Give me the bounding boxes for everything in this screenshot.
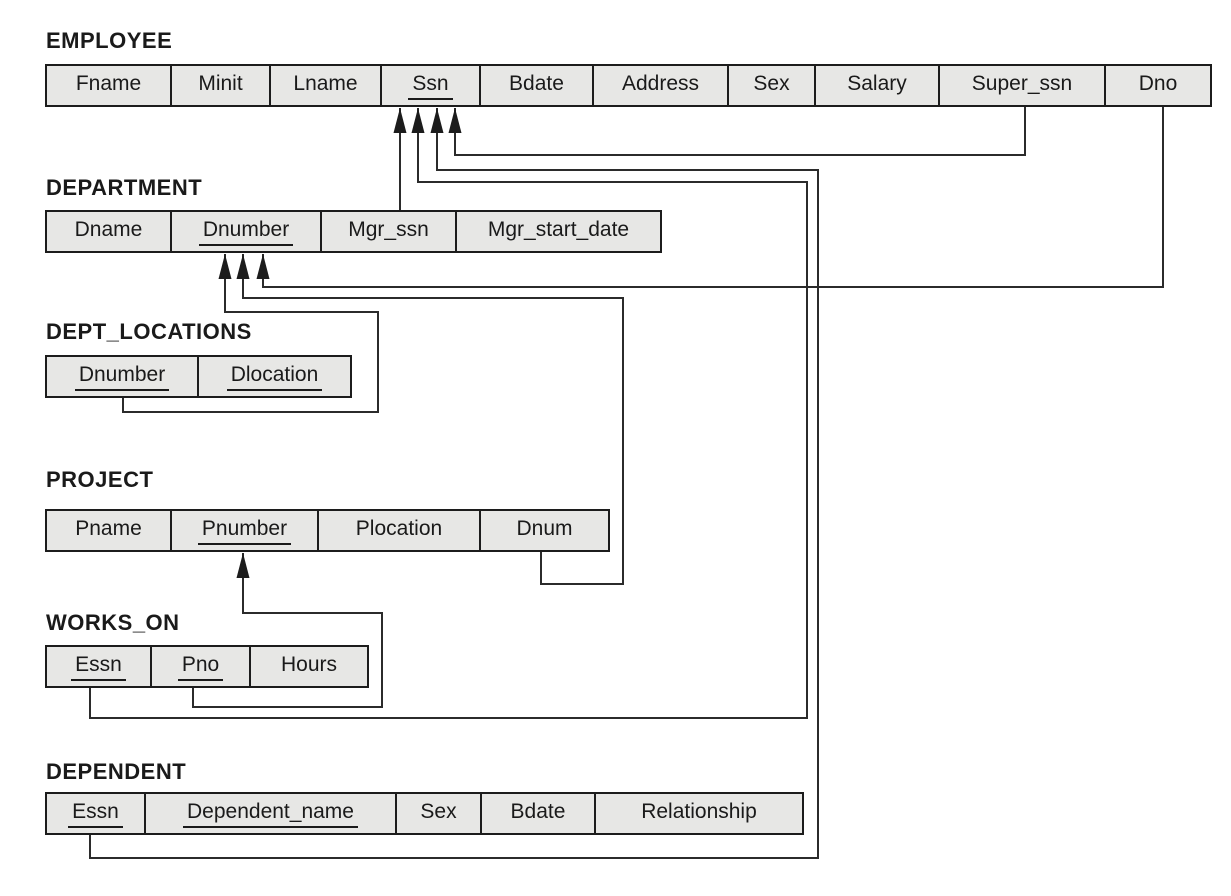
attribute-label: Salary	[847, 71, 907, 95]
attribute-label: Relationship	[641, 799, 757, 823]
table-title-department: DEPARTMENT	[46, 175, 203, 200]
column-employee-lname: Lname	[269, 66, 380, 105]
attribute-label-primary-key: Essn	[71, 653, 126, 681]
attribute-label: Sex	[420, 799, 457, 823]
column-department-mgr_start_date: Mgr_start_date	[455, 212, 660, 251]
arrowhead-super-ssn-to-ssn	[448, 108, 462, 133]
attribute-label: Bdate	[510, 799, 566, 823]
connector-works-on-essn-to-ssn	[89, 108, 808, 719]
arrowhead-dept-locations-dnumber-to-dnumber	[218, 254, 232, 279]
column-dept_locations-dnumber: Dnumber	[47, 357, 197, 396]
column-employee-minit: Minit	[170, 66, 269, 105]
column-employee-address: Address	[592, 66, 727, 105]
column-project-pnumber: Pnumber	[170, 511, 317, 550]
column-works_on-essn: Essn	[47, 647, 150, 686]
attribute-label: Dname	[74, 217, 143, 241]
table-project: Pname Pnumber Plocation Dnum	[45, 509, 610, 552]
column-works_on-hours: Hours	[249, 647, 367, 686]
column-employee-bdate: Bdate	[479, 66, 592, 105]
attribute-label-primary-key: Ssn	[408, 72, 453, 100]
arrowhead-dnum-to-dnumber	[236, 254, 250, 279]
column-dependent-bdate: Bdate	[480, 794, 594, 833]
connector-dependent-essn-to-ssn	[89, 108, 819, 859]
attribute-label-primary-key: Dependent_name	[183, 800, 358, 828]
column-dept_locations-dlocation: Dlocation	[197, 357, 350, 396]
column-employee-super_ssn: Super_ssn	[938, 66, 1104, 105]
attribute-label-primary-key: Pnumber	[197, 517, 292, 545]
attribute-label: Bdate	[509, 71, 564, 95]
table-dependent: Essn Dependent_name Sex Bdate Relationship	[45, 792, 804, 835]
arrowhead-dno-to-dnumber	[256, 254, 270, 279]
attribute-label: Super_ssn	[971, 71, 1073, 95]
table-dept_locations: Dnumber Dlocation	[45, 355, 352, 398]
attribute-label-primary-key: Essn	[68, 800, 123, 828]
table-title-dependent: DEPENDENT	[46, 759, 187, 784]
column-employee-salary: Salary	[814, 66, 938, 105]
table-department: Dname Dnumber Mgr_ssn Mgr_start_date	[45, 210, 662, 253]
attribute-label: Mgr_ssn	[348, 217, 429, 241]
attribute-label: Lname	[293, 71, 358, 95]
column-dependent-sex: Sex	[395, 794, 480, 833]
table-title-employee: EMPLOYEE	[46, 28, 173, 53]
attribute-label-primary-key: Dnumber	[198, 218, 294, 246]
attribute-label: Fname	[75, 71, 142, 95]
column-employee-fname: Fname	[47, 66, 170, 105]
attribute-label-primary-key: Dlocation	[226, 363, 323, 391]
column-dependent-relationship: Relationship	[594, 794, 802, 833]
attribute-label: Hours	[280, 652, 338, 676]
connector-dnum-to-dnumber	[242, 254, 624, 585]
attribute-label: Address	[621, 71, 700, 95]
attribute-label-primary-key: Pno	[177, 653, 224, 681]
column-project-dnum: Dnum	[479, 511, 608, 550]
column-department-dnumber: Dnumber	[170, 212, 320, 251]
attribute-label: Sex	[753, 71, 790, 95]
column-works_on-pno: Pno	[150, 647, 249, 686]
column-project-plocation: Plocation	[317, 511, 479, 550]
connector-pno-to-pnumber	[192, 553, 383, 708]
attribute-label: Pname	[75, 516, 142, 540]
column-department-dname: Dname	[47, 212, 170, 251]
connector-dept-locations-dnumber-to-dnumber	[122, 254, 379, 413]
arrowhead-mgr-ssn-to-ssn	[393, 108, 407, 133]
attribute-label: Dno	[1138, 71, 1178, 95]
connector-super-ssn-to-ssn	[454, 107, 1026, 156]
arrowhead-pno-to-pnumber	[236, 553, 250, 578]
table-works_on: Essn Pno Hours	[45, 645, 369, 688]
table-title-dept_locations: DEPT_LOCATIONS	[46, 319, 252, 344]
column-employee-sex: Sex	[727, 66, 814, 105]
column-employee-ssn: Ssn	[380, 66, 479, 105]
attribute-label: Dnum	[516, 516, 573, 540]
attribute-label: Minit	[198, 71, 243, 95]
column-project-pname: Pname	[47, 511, 170, 550]
table-title-project: PROJECT	[46, 467, 154, 492]
arrowhead-works-on-essn-to-ssn	[411, 108, 425, 133]
attribute-label-primary-key: Dnumber	[74, 363, 170, 391]
column-employee-dno: Dno	[1104, 66, 1210, 105]
connector-dno-to-dnumber	[262, 107, 1164, 288]
attribute-label: Plocation	[355, 516, 443, 540]
attribute-label: Mgr_start_date	[487, 217, 630, 241]
column-dependent-dependent_name: Dependent_name	[144, 794, 395, 833]
column-department-mgr_ssn: Mgr_ssn	[320, 212, 455, 251]
table-title-works_on: WORKS_ON	[46, 610, 180, 635]
table-employee: Fname Minit Lname Ssn Bdate Address Sex Salary S…	[45, 64, 1212, 107]
column-dependent-essn: Essn	[47, 794, 144, 833]
arrowhead-dependent-essn-to-ssn	[430, 108, 444, 133]
